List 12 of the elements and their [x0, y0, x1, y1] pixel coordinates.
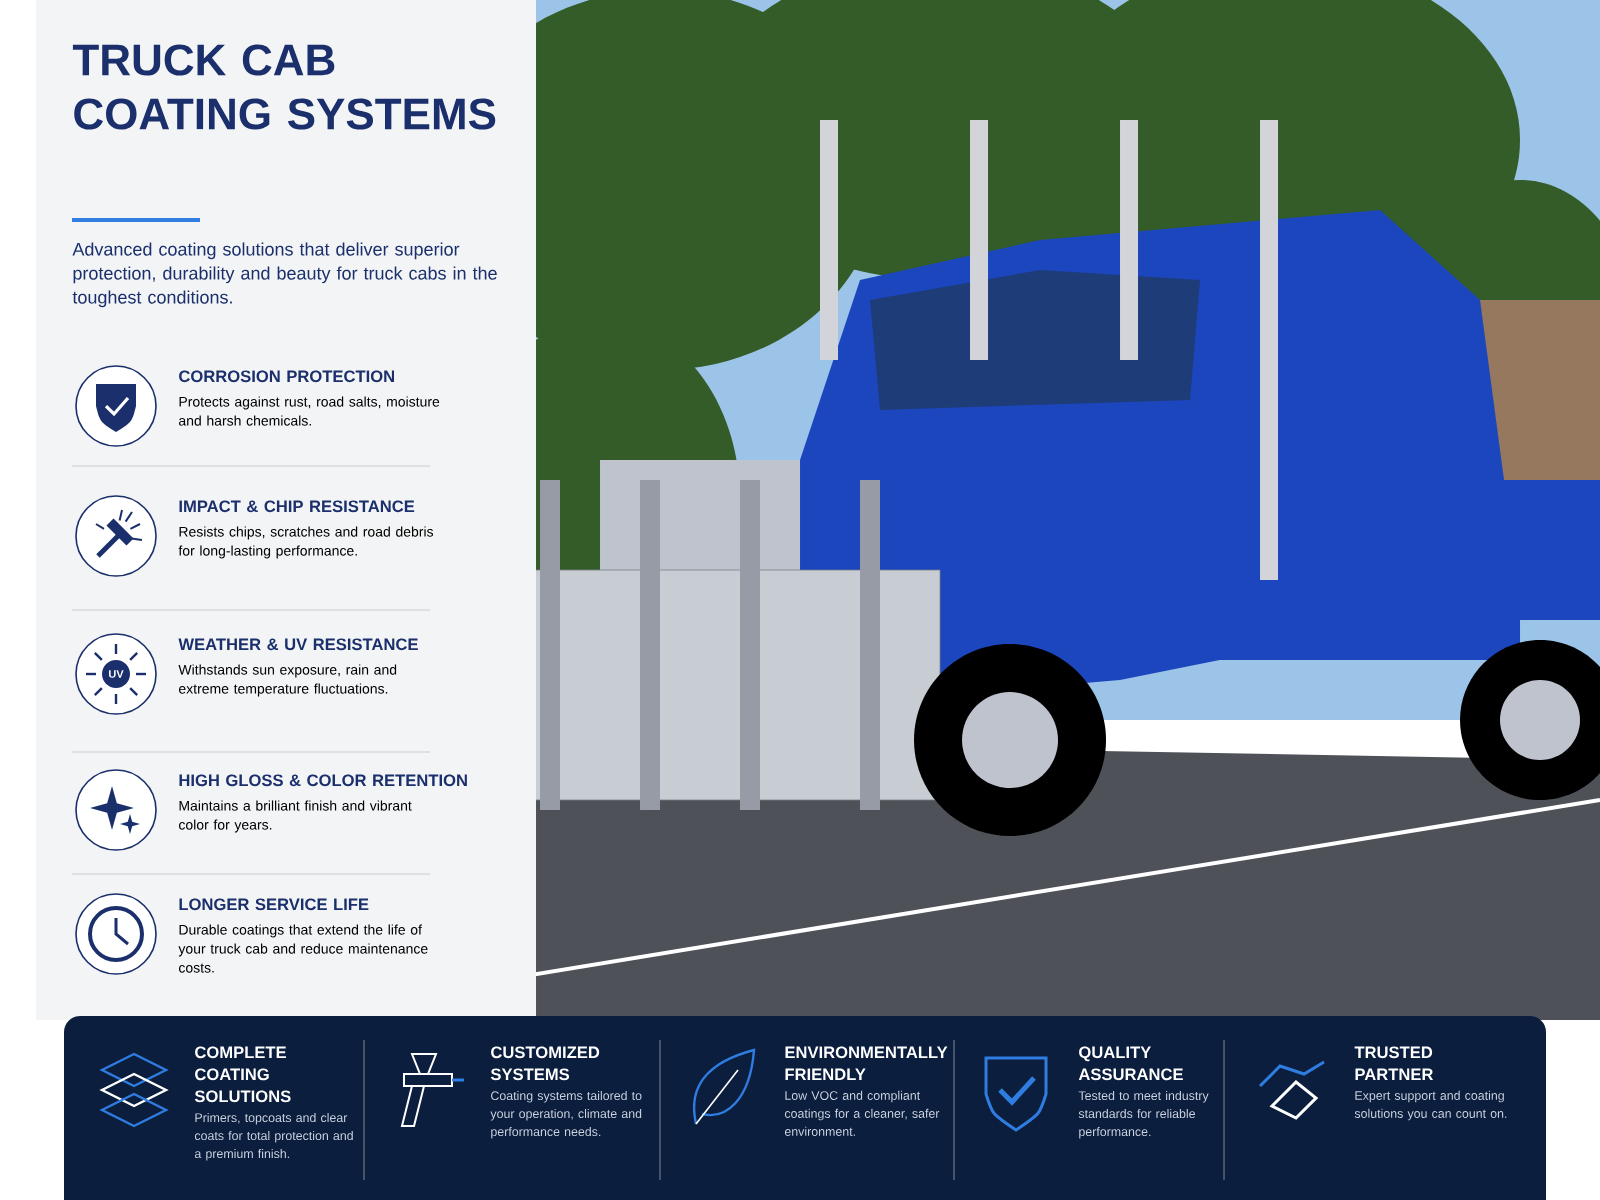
feature-heading: LONGER SERVICE LIFE [179, 898, 369, 911]
intro-text: Advanced coating solutions that deliver superior protection, durability and beauty for truck cabs in the toughest conditions. [72, 242, 497, 308]
title: TRUCK CAB COATING SYSTEMS [72, 44, 496, 130]
benefit-heading: QUALITY ASSURANCE [1078, 1046, 1183, 1081]
feature-heading: CORROSION PROTECTION [179, 370, 394, 383]
feature-heading: HIGH GLOSS & COLOR RETENTION [179, 774, 467, 787]
feature-heading: WEATHER & UV RESISTANCE [178, 638, 418, 651]
feature-heading: IMPACT & CHIP RESISTANCE [179, 500, 415, 513]
benefit-heading: ENVIRONMENTALLY FRIENDLY [785, 1046, 948, 1080]
benefit-heading: COMPLETE COATING SOLUTIONS [194, 1046, 291, 1103]
benefit-heading: TRUSTED PARTNER [1354, 1046, 1434, 1080]
benefit-heading: CUSTOMIZED SYSTEMS [490, 1046, 600, 1081]
